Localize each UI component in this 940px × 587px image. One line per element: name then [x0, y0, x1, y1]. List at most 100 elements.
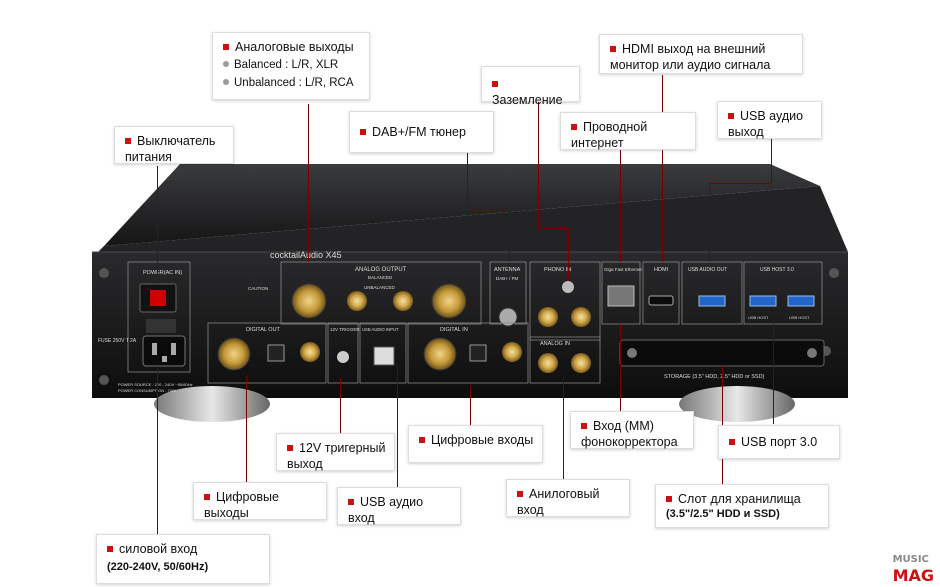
callout-power-in: силовой вход (220-240V, 50/60Hz) — [96, 534, 270, 584]
label-analog-in: ANALOG IN — [540, 341, 570, 347]
callout-power-switch: Выключатель питания — [114, 126, 234, 164]
label-balanced: BALANCED — [368, 275, 393, 280]
callout-item-unbalanced: Unbalanced : L/R, RCA — [234, 77, 354, 89]
label-caution: CAUTION — [248, 286, 268, 291]
trigger-jack — [337, 351, 349, 363]
bullet-icon — [419, 437, 425, 443]
bullet-icon — [492, 81, 498, 87]
label-trigger: 12V TRIGGER — [330, 327, 360, 332]
optical-in — [469, 344, 487, 362]
label-dab-fm: DAB+ / FM — [496, 276, 518, 281]
label-usb-host: USB HOST 3.0 — [760, 267, 794, 273]
aes-out-xlr — [217, 337, 251, 371]
callout-title: Аналоговые выходы — [235, 40, 354, 54]
callout-hdmi-out: HDMI выход на внешний монитор или аудио … — [599, 34, 803, 74]
bullet-icon — [348, 499, 354, 505]
label-storage: STORAGE (3.5" HDD, 2.5" HDD or SSD) — [664, 374, 765, 380]
bullet-icon — [360, 129, 366, 135]
callout-trigger-out: 12V тригерный выход — [276, 433, 395, 471]
analog-in-left — [538, 353, 558, 373]
callout-title: 12V тригерный выход — [287, 441, 386, 471]
coax-in — [502, 342, 522, 362]
bullet-icon — [666, 496, 672, 502]
xlr-out-left — [291, 283, 327, 319]
storage-slot — [619, 339, 825, 367]
dot-icon — [223, 79, 229, 85]
callout-title: силовой вход — [119, 542, 198, 556]
callout-title: DAB+/FM тюнер — [372, 125, 466, 139]
callout-usb-host: USB порт 3.0 — [718, 425, 840, 459]
callout-lan: Проводной интернет — [560, 112, 696, 150]
callout-title: HDMI выход на внешний монитор или аудио … — [610, 42, 771, 72]
usb-b-input — [373, 346, 395, 366]
coax-out — [300, 342, 320, 362]
label-antenna: ANTENNA — [494, 267, 521, 273]
dot-icon — [223, 61, 229, 67]
bullet-icon — [571, 124, 577, 130]
phono-in-right — [571, 307, 591, 327]
ground-terminal — [562, 281, 574, 293]
label-usb-audio-out: USB AUDIO OUT — [688, 267, 727, 273]
bullet-icon — [125, 138, 131, 144]
ethernet-port — [607, 285, 635, 307]
usb-host-port-1 — [749, 295, 777, 307]
label-power-source: POWER SOURCE : 220 - 240V ~50/60Hz — [118, 382, 193, 387]
callout-detail: (3.5"/2.5" HDD и SSD) — [666, 508, 780, 520]
rca-out-left — [347, 291, 367, 311]
bullet-icon — [728, 113, 734, 119]
bullet-icon — [223, 44, 229, 50]
callout-title: Анилоговый вход — [517, 487, 600, 517]
device-top-cover — [104, 164, 820, 246]
callout-digital-in: Цифровые входы — [408, 425, 543, 463]
label-hdmi: HDMI — [654, 267, 669, 273]
usb-host-port-2 — [787, 295, 815, 307]
bullet-icon — [107, 546, 113, 552]
watermark-logo: MUSIC MAG — [893, 547, 934, 585]
label-digital-in: DIGITAL IN — [440, 327, 468, 333]
callout-analog-in: Анилоговый вход — [506, 479, 630, 517]
label-phono-in: PHONO IN — [544, 267, 571, 273]
device-foot-left — [154, 386, 270, 422]
usb-audio-out-port — [698, 295, 726, 307]
callout-title: Заземление — [492, 93, 563, 107]
callout-analog-outputs: Аналоговые выходы Balanced : L/R, XLR Un… — [212, 32, 370, 100]
label-usb-host-2: USB HOST — [789, 315, 810, 320]
callout-phono-in: Вход (MM) фонокорректора — [570, 411, 694, 449]
bullet-icon — [581, 423, 587, 429]
bullet-icon — [287, 445, 293, 451]
callout-title: USB порт 3.0 — [741, 435, 818, 449]
rca-out-right — [393, 291, 413, 311]
label-power: POWER(AC IN) — [143, 270, 182, 276]
callout-title: USB аудио вход — [348, 495, 424, 525]
label-usb-host-1: USB HOST — [748, 315, 769, 320]
device-foot-right — [679, 386, 795, 422]
callout-ground: Заземление — [481, 66, 580, 107]
watermark-text-b: MAG — [892, 566, 934, 585]
antenna-connector — [498, 307, 518, 327]
label-digital-out: DIGITAL OUT — [246, 327, 281, 333]
callout-title: Слот для хранилища — [678, 492, 801, 506]
xlr-out-right — [431, 283, 467, 319]
label-usb-audio-input: USB AUDIO INPUT — [362, 327, 399, 332]
callout-title: Проводной интернет — [571, 120, 648, 150]
callout-usb-audio-in: USB аудио вход — [337, 487, 461, 525]
label-fuse: FUSE 250V T 2A — [98, 338, 137, 344]
callout-title: Цифровые выходы — [204, 490, 279, 520]
callout-title: Выключатель питания — [125, 134, 216, 164]
callout-storage-slot: Слот для хранилища (3.5"/2.5" HDD и SSD) — [655, 484, 829, 528]
aes-in-xlr — [423, 337, 457, 371]
callout-dab-tuner: DAB+/FM тюнер — [349, 111, 494, 153]
callout-title: USB аудио выход — [728, 109, 804, 139]
label-power-consumption: POWER CONSUMPTION : 70W — [118, 388, 176, 393]
callout-item-balanced: Balanced : L/R, XLR — [234, 59, 339, 71]
watermark-text-a: MUSIC — [892, 554, 929, 565]
callout-detail: (220-240V, 50/60Hz) — [107, 561, 209, 573]
hdmi-port — [648, 295, 674, 306]
brand-logo: cocktailAudio X45 — [270, 250, 342, 260]
phono-in-left — [538, 307, 558, 327]
label-unbalanced: UNBALANCED — [364, 285, 396, 290]
analog-in-right — [571, 353, 591, 373]
callout-usb-audio-out: USB аудио выход — [717, 101, 822, 139]
callout-title: Цифровые входы — [431, 433, 534, 447]
optical-out — [267, 344, 285, 362]
